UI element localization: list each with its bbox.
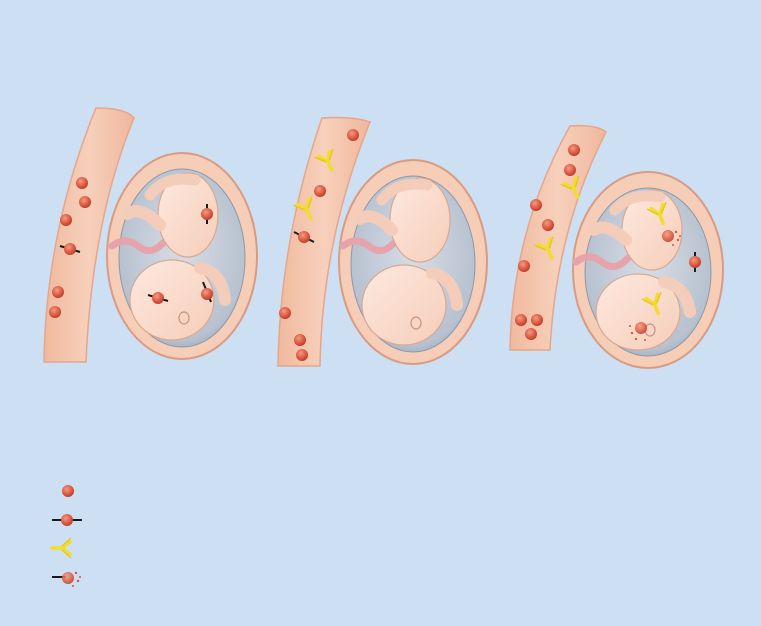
maternal-blood-vessel [43,107,135,363]
red-blood-cell [79,196,91,208]
antibody [560,175,580,199]
rh-positive-cell [59,243,81,255]
red-blood-cell [76,177,88,189]
lysed-cell [629,322,647,341]
red-blood-cell-icon [62,485,74,497]
maternal-red-cells [279,129,359,361]
red-blood-cell [525,328,537,340]
fetus [122,172,231,341]
fetus [354,177,463,346]
fetal-rh-positive-cells [147,204,213,304]
red-blood-cell [294,334,306,346]
lysed-cell-icon [52,571,81,587]
panel-first-pregnancy [43,107,258,363]
antibody [314,148,334,172]
antibody [534,236,554,260]
legend [50,485,82,587]
rh-positive-cell [201,204,213,224]
red-blood-cell [518,260,530,272]
rh-positive-cell [147,292,169,304]
antibody [646,201,667,226]
antibody [293,196,313,220]
rh-positive-cell [293,231,315,243]
legend-item-rh-positive-cell [52,514,82,526]
red-blood-cell [347,129,359,141]
red-blood-cell [279,307,291,319]
red-blood-cell [515,314,527,326]
legend-item-lysed-cell [52,571,81,587]
maternal-blood-vessel [277,116,371,367]
lysed-cell [662,230,681,246]
panel-subsequent-pregnancy [509,124,724,369]
antibody-icon [50,537,72,559]
rh-positive-cell [689,252,701,272]
maternal-red-cells [515,144,580,340]
rh-positive-cell [201,281,213,303]
red-blood-cell [531,314,543,326]
legend-item-red-blood-cell [62,485,74,497]
red-blood-cell [542,219,554,231]
maternal-blood-vessel [509,124,607,351]
rh-positive-cell-icon [52,514,82,526]
red-blood-cell [52,286,64,298]
red-blood-cell [296,349,308,361]
fetus [588,189,696,351]
maternal-red-cells [49,177,91,318]
red-blood-cell [564,164,576,176]
red-blood-cell [314,185,326,197]
legend-item-antibody [50,537,72,559]
red-blood-cell [60,214,72,226]
red-blood-cell [49,306,61,318]
red-blood-cell [530,199,542,211]
panel-maternal-sensitization [277,116,488,367]
red-blood-cell [568,144,580,156]
antibody [641,291,662,316]
